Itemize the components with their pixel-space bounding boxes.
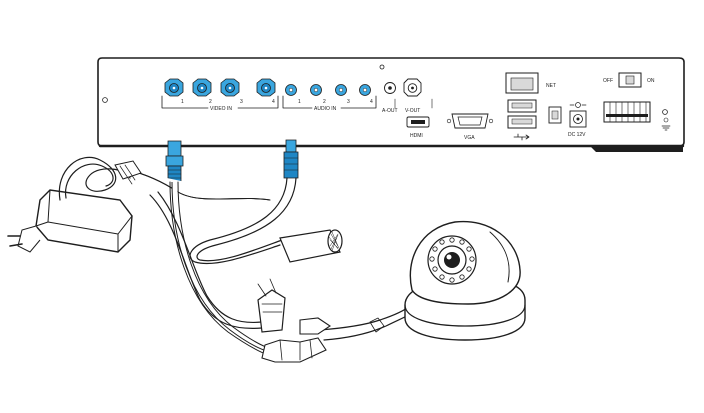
net-port[interactable] [505,72,539,94]
dc-power-label: DC 12V [568,132,586,138]
audio-in-channel-3: 3 [347,99,350,105]
usb-port-1[interactable] [507,99,537,113]
aux-jack-port[interactable] [548,106,562,124]
audio-in-channel-1: 1 [298,99,301,105]
vga-label: VGA [464,135,475,141]
terminal-block[interactable] [603,101,671,131]
power-switch[interactable] [618,72,642,88]
audio-plug [283,139,299,179]
power-off-label: OFF [603,78,613,84]
video-in-4-connector[interactable] [256,78,276,97]
hdmi-port[interactable] [406,116,430,128]
video-in-group: 1 2 3 4 VIDEO IN [161,78,279,112]
video-in-channel-2: 2 [209,99,212,105]
dvr-rear-panel [97,57,685,152]
video-in-2-connector[interactable] [192,78,212,97]
vga-port[interactable] [446,113,494,129]
cable-splitter [257,278,385,363]
audio-in-4-connector[interactable] [359,84,371,96]
net-label: NET [546,83,556,89]
usb-port-2[interactable] [507,115,537,129]
screw-right [662,109,668,115]
audio-in-1-connector[interactable] [285,84,297,96]
audio-in-label: AUDIO IN [314,106,337,112]
microphone [279,229,343,263]
screw-top [379,64,385,70]
v-out-label: V-OUT [405,108,420,114]
dc-power-port[interactable] [569,102,587,128]
audio-in-group: 1 2 3 4 AUDIO IN [282,84,377,112]
audio-in-2-connector[interactable] [310,84,322,96]
audio-in-3-connector[interactable] [335,84,347,96]
video-in-channel-4: 4 [272,99,275,105]
audio-in-channel-2: 2 [323,99,326,105]
video-in-1-connector[interactable] [164,78,184,97]
ground-icon [661,125,671,131]
a-out-connector[interactable] [384,82,396,94]
usb-icon [513,133,530,141]
dome-camera [404,220,526,341]
video-in-channel-3: 3 [240,99,243,105]
a-out-label: A-OUT [382,108,398,114]
hdmi-label: HDMI [410,133,423,139]
video-in-3-connector[interactable] [220,78,240,97]
screw-left [102,97,108,103]
power-adapter [7,156,142,253]
power-on-label: ON [647,78,655,84]
v-out-connector[interactable] [403,78,422,97]
video-plug [165,140,184,183]
video-in-channel-1: 1 [181,99,184,105]
audio-in-channel-4: 4 [370,99,373,105]
video-in-label: VIDEO IN [210,106,232,112]
